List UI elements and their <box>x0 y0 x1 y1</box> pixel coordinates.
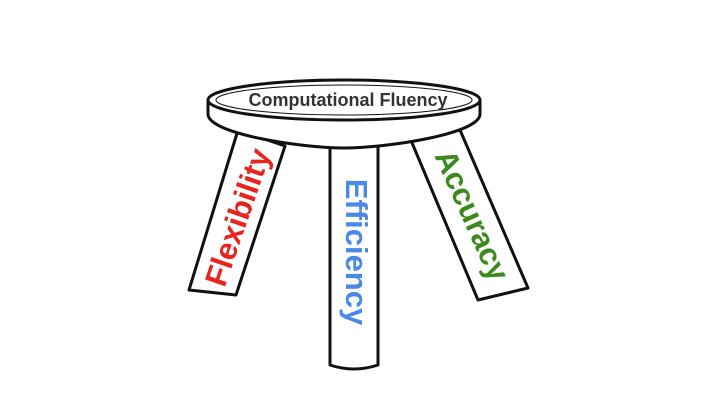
leg-flexibility: Flexibility <box>189 130 285 295</box>
leg-efficiency: Efficiency <box>330 136 378 369</box>
leg-efficiency-label: Efficiency <box>339 179 374 326</box>
leg-accuracy: Accuracy <box>410 130 528 300</box>
seat-title: Computational Fluency <box>248 90 447 110</box>
